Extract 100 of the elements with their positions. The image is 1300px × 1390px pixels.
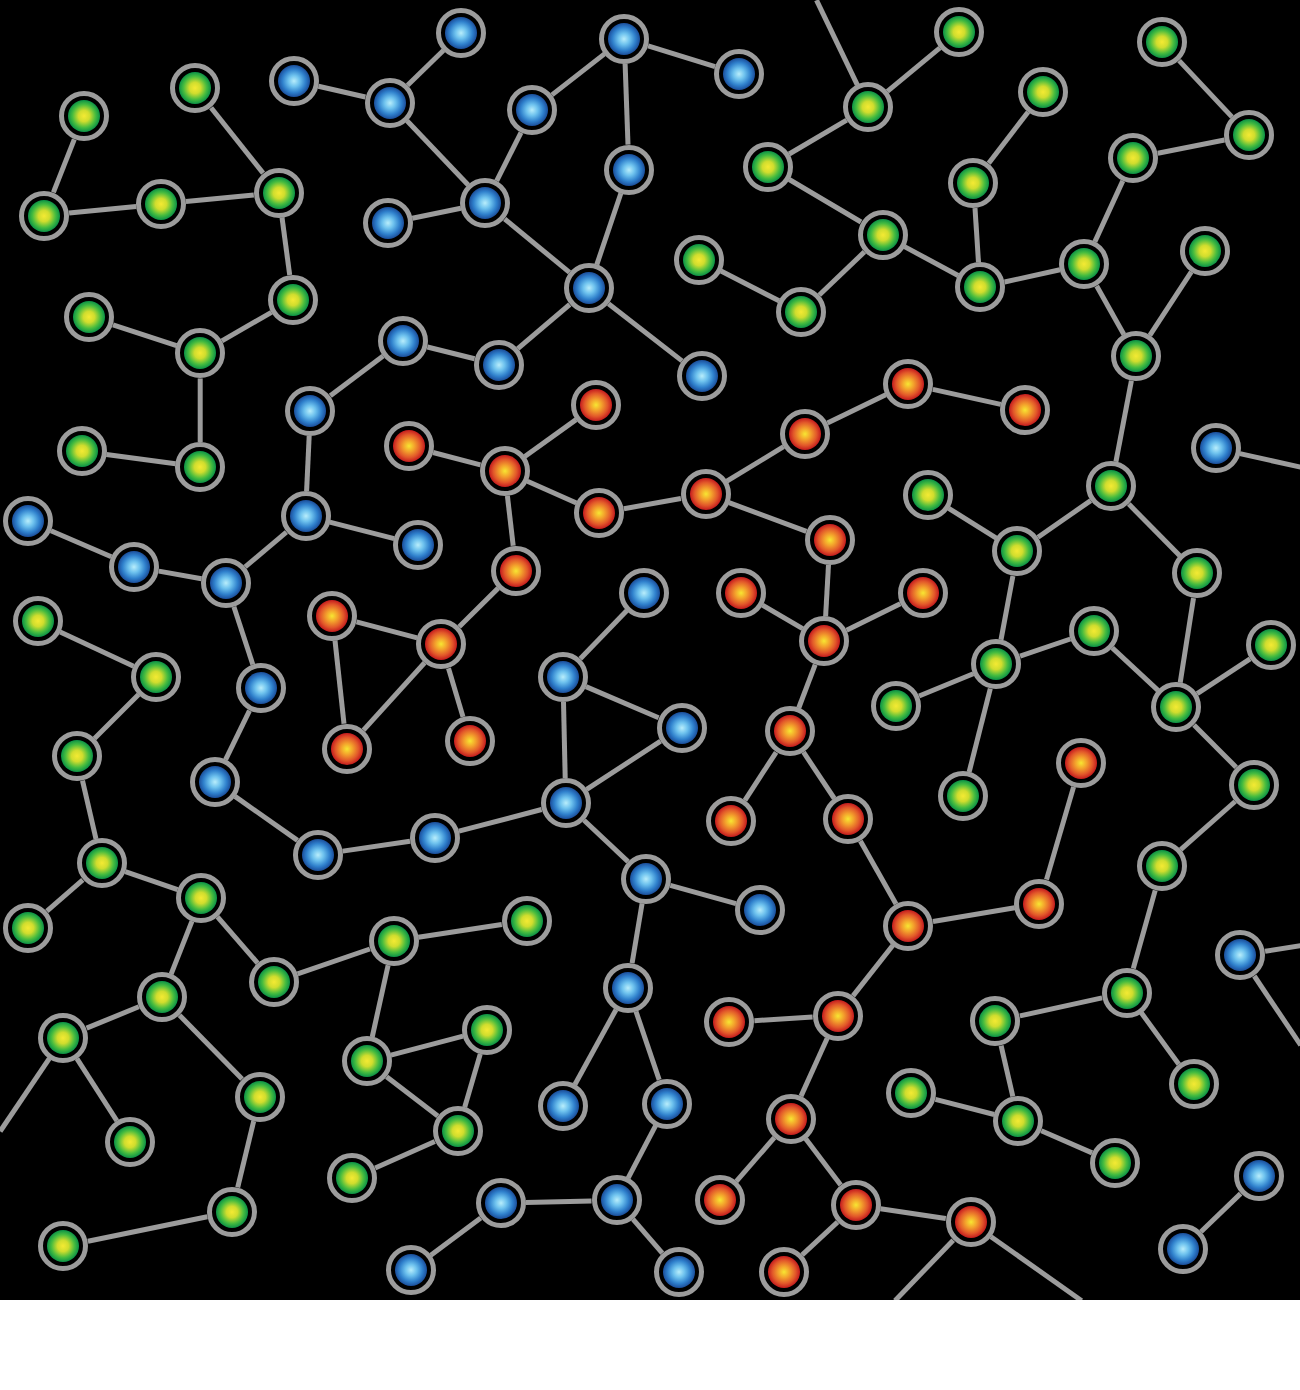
connector-line bbox=[1113, 380, 1134, 463]
connector-line bbox=[185, 192, 255, 205]
connector-line bbox=[355, 619, 418, 641]
connector-line bbox=[669, 883, 737, 906]
connector-line bbox=[429, 1216, 483, 1258]
connector-line bbox=[304, 435, 312, 492]
connector-line bbox=[49, 528, 113, 560]
connector-line bbox=[223, 709, 252, 761]
connector-line bbox=[215, 915, 260, 965]
connector-line bbox=[633, 1010, 662, 1081]
connector-line bbox=[606, 301, 684, 363]
connector-line bbox=[578, 608, 629, 661]
connector-line bbox=[754, 1014, 813, 1024]
connector-line bbox=[1195, 656, 1252, 696]
connector-line bbox=[51, 138, 77, 194]
connector-line bbox=[220, 310, 273, 344]
connector-line bbox=[494, 131, 524, 182]
connector-line bbox=[625, 1124, 658, 1180]
connector-line bbox=[361, 661, 427, 732]
connector-line bbox=[177, 1013, 244, 1081]
connector-line bbox=[405, 118, 470, 187]
connector-line bbox=[235, 1120, 257, 1188]
connector-line bbox=[845, 601, 902, 633]
connector-line bbox=[417, 922, 503, 940]
connector-line bbox=[1127, 502, 1182, 558]
connector-line bbox=[1094, 284, 1127, 336]
connector-line bbox=[1199, 1191, 1243, 1234]
connector-line bbox=[80, 780, 99, 840]
connector-line bbox=[328, 353, 385, 398]
connector-line bbox=[390, 1033, 464, 1058]
connector-line bbox=[197, 378, 203, 443]
connector-line bbox=[0, 1056, 52, 1133]
connector-line bbox=[851, 943, 895, 998]
connector-line bbox=[1130, 889, 1158, 970]
connector-line bbox=[458, 807, 543, 834]
connector-line bbox=[426, 344, 476, 362]
connector-line bbox=[918, 671, 975, 699]
connector-line bbox=[998, 1045, 1016, 1097]
connector-line bbox=[411, 205, 462, 221]
connector-line bbox=[623, 496, 682, 512]
connector-line bbox=[1019, 636, 1072, 659]
connector-line bbox=[1147, 270, 1194, 337]
connector-line bbox=[585, 739, 662, 792]
connector-line bbox=[342, 838, 411, 854]
connector-line bbox=[168, 920, 195, 975]
connector-line bbox=[525, 1198, 592, 1205]
connector-line bbox=[374, 1139, 436, 1171]
connector-line bbox=[761, 603, 804, 631]
connector-line bbox=[880, 1206, 947, 1221]
connector-line bbox=[947, 506, 998, 541]
connector-line bbox=[631, 1217, 665, 1255]
connector-line bbox=[87, 1214, 208, 1244]
connector-line bbox=[74, 1057, 119, 1123]
connector-line bbox=[934, 1096, 995, 1117]
connector-line bbox=[279, 217, 293, 276]
connector-line bbox=[932, 905, 1016, 924]
connector-line bbox=[796, 663, 818, 709]
connector-line bbox=[124, 869, 179, 893]
connector-line bbox=[1179, 799, 1237, 852]
connector-line bbox=[798, 1037, 830, 1098]
connector-line bbox=[243, 530, 288, 569]
connector-line bbox=[59, 629, 135, 669]
connector-line bbox=[1192, 723, 1238, 769]
connector-line bbox=[106, 451, 176, 467]
connector-line bbox=[45, 877, 85, 913]
connector-line bbox=[1157, 137, 1225, 156]
connector-line bbox=[516, 302, 572, 351]
connector-line bbox=[92, 692, 141, 741]
connector-line bbox=[296, 946, 371, 977]
connector-line bbox=[629, 903, 645, 964]
connector-line bbox=[998, 575, 1016, 641]
connector-line bbox=[231, 606, 256, 666]
connector-line bbox=[787, 117, 848, 157]
connector-line bbox=[1036, 498, 1093, 540]
connector-line bbox=[405, 48, 446, 87]
connector-line bbox=[329, 519, 395, 542]
connector-line bbox=[1004, 267, 1061, 285]
connector-line bbox=[893, 1238, 955, 1300]
connector-line bbox=[112, 322, 178, 348]
connector-line bbox=[803, 1137, 843, 1187]
connector-line bbox=[989, 1234, 1084, 1300]
connector-line bbox=[523, 417, 578, 459]
connector-line bbox=[233, 794, 299, 843]
connector-line bbox=[209, 106, 266, 175]
connector-line bbox=[725, 444, 785, 484]
connector-line bbox=[622, 63, 631, 145]
connector-line bbox=[814, 0, 860, 86]
connector-line bbox=[1139, 1011, 1181, 1066]
connector-line bbox=[550, 51, 607, 97]
connector-line bbox=[317, 83, 366, 100]
connector-line bbox=[432, 450, 482, 468]
connector-line bbox=[1264, 943, 1300, 954]
connector-line bbox=[826, 392, 887, 426]
connector-line bbox=[742, 750, 779, 802]
connector-line bbox=[1040, 1128, 1094, 1156]
connector-line bbox=[787, 177, 863, 225]
connector-line bbox=[457, 586, 500, 629]
connector-line bbox=[584, 684, 660, 720]
connector-line bbox=[1044, 786, 1076, 881]
connector-line bbox=[972, 207, 981, 263]
